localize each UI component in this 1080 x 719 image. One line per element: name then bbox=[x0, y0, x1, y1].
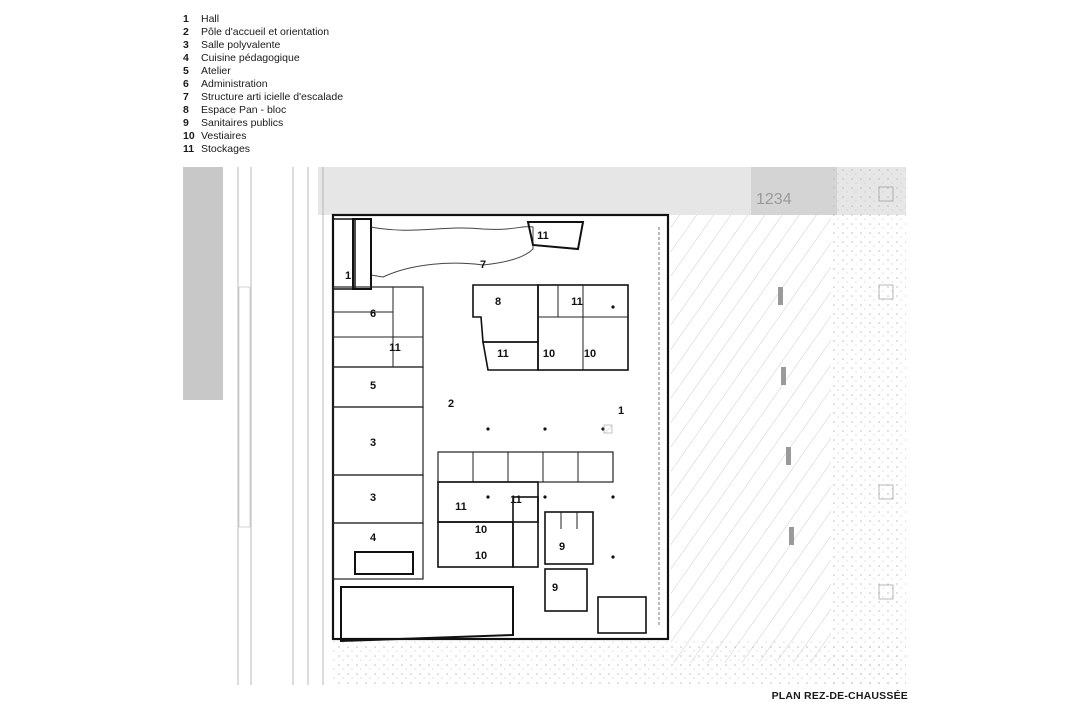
west-service bbox=[332, 218, 356, 290]
legend-item: 8 Espace Pan - bloc bbox=[183, 104, 343, 117]
legend-label: Salle polyvalente bbox=[201, 39, 281, 51]
legend-number: 5 bbox=[183, 65, 189, 77]
building bbox=[331, 213, 670, 643]
room-label: 11 bbox=[455, 501, 467, 513]
legend-item: 7 Structure arti icielle d'escalade bbox=[183, 91, 343, 104]
column bbox=[543, 495, 547, 499]
room-label: 10 bbox=[475, 550, 487, 562]
room-label: 11 bbox=[510, 494, 522, 506]
column bbox=[543, 427, 547, 431]
legend-number: 10 bbox=[183, 130, 195, 142]
legend-item: 11 Stockages bbox=[183, 143, 343, 156]
site-context: 1 2 3 4 bbox=[183, 167, 906, 685]
changing-room bbox=[512, 496, 539, 568]
legend-number: 1 bbox=[183, 13, 189, 25]
storage-bay bbox=[482, 341, 539, 371]
bench bbox=[781, 367, 786, 385]
legend-item: 3 Salle polyvalente bbox=[183, 39, 343, 52]
legend-label: Administration bbox=[201, 78, 268, 90]
south-service bbox=[597, 596, 647, 634]
kitchen-room bbox=[332, 522, 424, 580]
storage-room bbox=[526, 221, 585, 251]
room-label: 11 bbox=[571, 296, 583, 308]
toilet-block bbox=[544, 568, 588, 612]
room-label: 9 bbox=[559, 541, 565, 553]
bench bbox=[786, 447, 791, 465]
room-label: 3 bbox=[370, 437, 376, 449]
tree-pit bbox=[878, 284, 894, 300]
tree-pit bbox=[878, 186, 894, 202]
legend-item: 1 Hall bbox=[183, 13, 343, 26]
neighbor-building bbox=[183, 167, 223, 400]
building-floor bbox=[333, 215, 668, 639]
column bbox=[611, 305, 615, 309]
legend-item: 5 Atelier bbox=[183, 65, 343, 78]
room-label: 5 bbox=[370, 380, 376, 392]
legend-item: 10 Vestiaires bbox=[183, 130, 343, 143]
bench bbox=[778, 287, 783, 305]
legend-label: Cuisine pédagogique bbox=[201, 52, 300, 64]
legend-number: 2 bbox=[183, 26, 189, 38]
legend-label: Sanitaires publics bbox=[201, 117, 284, 129]
kitchen-counter bbox=[354, 551, 414, 575]
column bbox=[611, 555, 615, 559]
legend-item: 9 Sanitaires publics bbox=[183, 117, 343, 130]
room-label: 11 bbox=[537, 230, 549, 242]
room-label: 10 bbox=[584, 348, 596, 360]
room-label: 11 bbox=[497, 348, 509, 360]
tree-pit bbox=[878, 584, 894, 600]
south-corridor bbox=[340, 586, 514, 643]
tree-pit bbox=[878, 484, 894, 500]
site-label: 1234 bbox=[756, 191, 792, 208]
east-park bbox=[831, 167, 906, 685]
room-label: 11 bbox=[389, 342, 401, 354]
legend-label: Pôle d'accueil et orientation bbox=[201, 26, 330, 38]
column bbox=[486, 427, 490, 431]
room-label: 6 bbox=[370, 308, 376, 320]
toilet-block bbox=[544, 511, 594, 565]
floor-plan: 1 2 3 4 bbox=[183, 167, 906, 685]
legend-label: Stockages bbox=[201, 143, 251, 155]
legend-number: 11 bbox=[183, 143, 195, 155]
east-paving bbox=[671, 215, 831, 663]
room-label: 10 bbox=[543, 348, 555, 360]
room-label: 8 bbox=[495, 296, 501, 308]
room-label: 10 bbox=[475, 524, 487, 536]
legend-number: 4 bbox=[183, 52, 189, 64]
legend-number: 7 bbox=[183, 91, 189, 103]
legend-label: Espace Pan - bloc bbox=[201, 104, 287, 116]
legend-label: Vestiaires bbox=[201, 130, 247, 142]
room-label: 7 bbox=[480, 259, 486, 271]
room-labels: 1 1 2 3 3 4 5 6 7 8 9 9 10 10 10 10 11 1… bbox=[345, 230, 624, 594]
parking-strip bbox=[238, 286, 251, 528]
legend-number: 3 bbox=[183, 39, 189, 51]
legend-number: 8 bbox=[183, 104, 189, 116]
legend-label: Atelier bbox=[201, 65, 231, 77]
room-label: 1 bbox=[345, 270, 351, 282]
column bbox=[486, 495, 490, 499]
climbing-wall-outline bbox=[370, 226, 534, 278]
legend-number: 9 bbox=[183, 117, 189, 129]
legend-number: 6 bbox=[183, 78, 189, 90]
legend-item: 4 Cuisine pédagogique bbox=[183, 52, 343, 65]
hall-feature bbox=[603, 424, 613, 434]
north-square bbox=[751, 167, 837, 215]
room-label: 3 bbox=[370, 492, 376, 504]
legend-label: Hall bbox=[201, 13, 220, 25]
south-paving bbox=[333, 639, 906, 685]
legend-item: 2 Pôle d'accueil et orientation bbox=[183, 26, 343, 39]
bench bbox=[789, 527, 794, 545]
room-label: 1 bbox=[618, 405, 624, 417]
room-label: 9 bbox=[552, 582, 558, 594]
room-label: 4 bbox=[370, 532, 377, 544]
room-label: 2 bbox=[448, 398, 454, 410]
plan-caption: PLAN REZ-DE-CHAUSSÉE bbox=[771, 690, 908, 702]
column bbox=[611, 495, 615, 499]
legend-item: 6 Administration bbox=[183, 78, 343, 91]
legend-label: Structure arti icielle d'escalade bbox=[201, 91, 344, 103]
storage-wall bbox=[352, 218, 372, 290]
